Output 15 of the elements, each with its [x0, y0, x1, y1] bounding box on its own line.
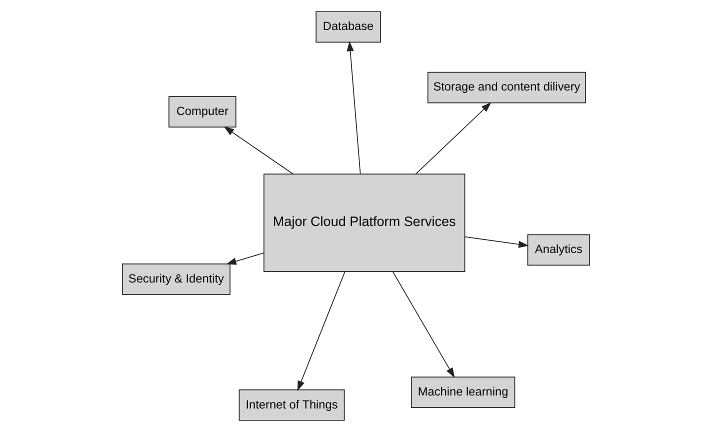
node-box: Security & Identity — [121, 264, 230, 295]
node-box: Database — [315, 11, 380, 43]
arrow — [223, 126, 294, 174]
node-box: Computer — [168, 96, 236, 128]
node-box: Major Cloud Platform Services — [263, 174, 465, 272]
node-box: Internet of Things — [238, 389, 344, 421]
node-box: Storage and content dilivery — [426, 72, 586, 104]
node-box: Machine learning — [410, 376, 515, 408]
node-box: Analytics — [526, 234, 590, 266]
arrow — [296, 271, 345, 392]
arrow — [464, 236, 528, 248]
arrow — [392, 271, 454, 378]
arrow — [414, 102, 491, 174]
arrow — [346, 41, 360, 174]
arrow — [226, 252, 264, 265]
